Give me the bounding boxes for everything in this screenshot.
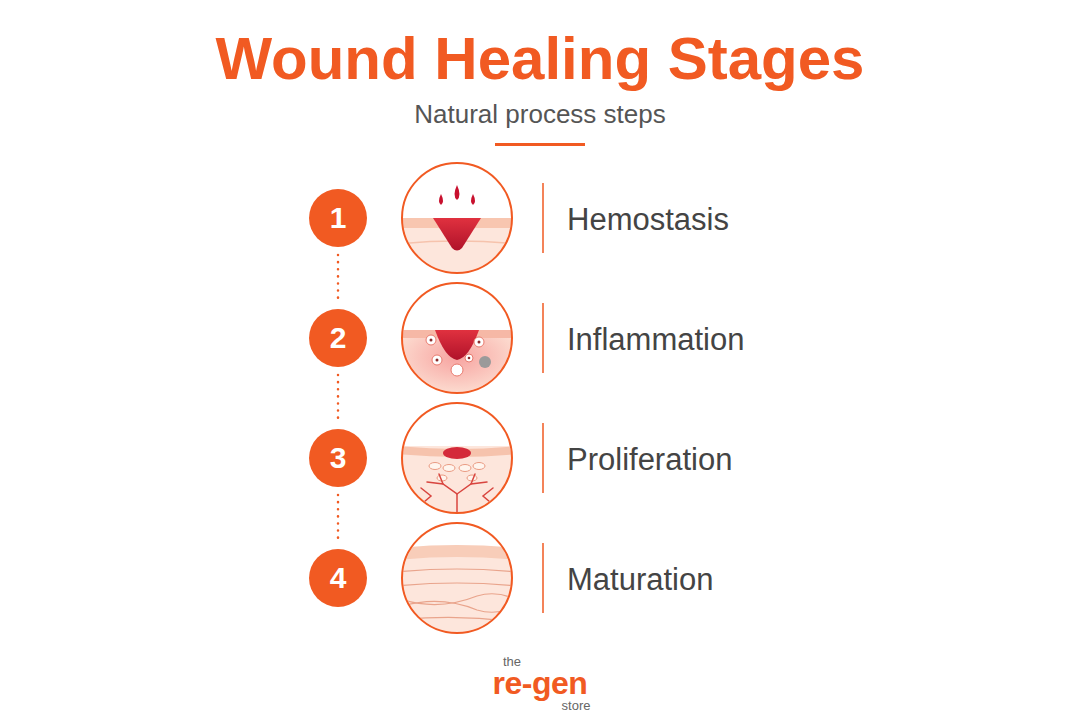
step-number-circle: 3 <box>309 429 367 487</box>
row-separator <box>542 183 544 613</box>
inflammation-illustration <box>397 283 517 398</box>
stage-name: Maturation <box>567 562 713 598</box>
dotted-connector <box>337 255 340 301</box>
stage-name: Proliferation <box>567 442 732 478</box>
stage-name: Inflammation <box>567 322 744 358</box>
title-underline <box>495 143 585 146</box>
proliferation-illustration <box>397 403 517 518</box>
title: Wound Healing Stages <box>216 24 865 93</box>
hemostasis-illustration <box>397 163 517 278</box>
dotted-connector <box>337 375 340 421</box>
step-number-circle: 1 <box>309 189 367 247</box>
dotted-connector <box>337 495 340 541</box>
step-number-circle: 4 <box>309 549 367 607</box>
step-number: 1 <box>330 203 347 233</box>
step-number-circle: 2 <box>309 309 367 367</box>
logo-small-text: store <box>562 699 591 714</box>
step-number: 2 <box>330 323 347 353</box>
step-number: 4 <box>330 563 347 593</box>
step-number: 3 <box>330 443 347 473</box>
stage-name: Hemostasis <box>567 202 729 238</box>
maturation-illustration <box>397 523 517 638</box>
logo-text: re-gen <box>493 665 588 702</box>
subtitle: Natural process steps <box>414 100 665 130</box>
